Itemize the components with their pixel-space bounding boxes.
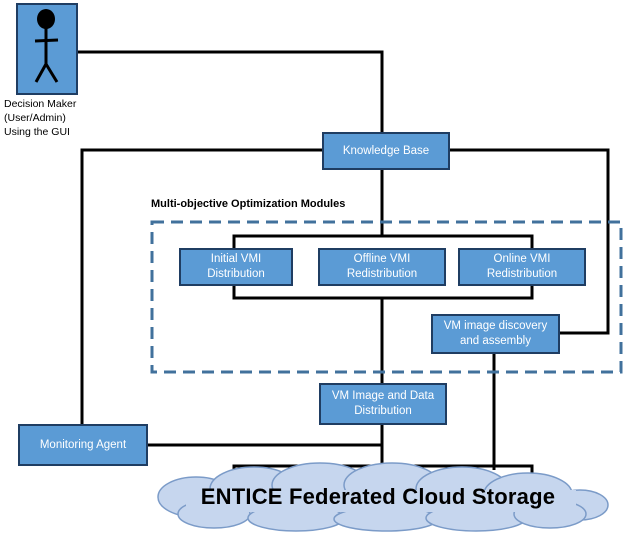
monitoring-agent-box: Monitoring Agent [18,424,148,466]
online-vmi-redistribution-box: Online VMI Redistribution [458,248,586,286]
optimization-modules-title: Multi-objective Optimization Modules [151,198,346,210]
knowledge-base-to-discovery-connector [448,148,610,335]
user-to-knowledge-base-connector [78,50,384,132]
cloud-storage-label: ENTICE Federated Cloud Storage [200,484,556,509]
decision-maker-label: Decision Maker (User/Admin) Using the GU… [4,98,77,138]
vm-image-data-distribution-box: VM Image and Data Distribution [319,383,447,425]
modules-bottom-bus [232,284,534,300]
knowledge-base-to-monitoring-connector [80,148,324,425]
user-icon [16,3,78,95]
optimization-modules-region [150,220,623,374]
vm-image-discovery-box: VM image discovery and assembly [431,314,560,354]
knowledge-base-box: Knowledge Base [322,132,450,170]
cloud-storage-icon [157,462,609,532]
initial-vmi-distribution-box: Initial VMI Distribution [179,248,293,286]
offline-vmi-redistribution-box: Offline VMI Redistribution [318,248,446,286]
modules-top-bus [232,234,534,250]
